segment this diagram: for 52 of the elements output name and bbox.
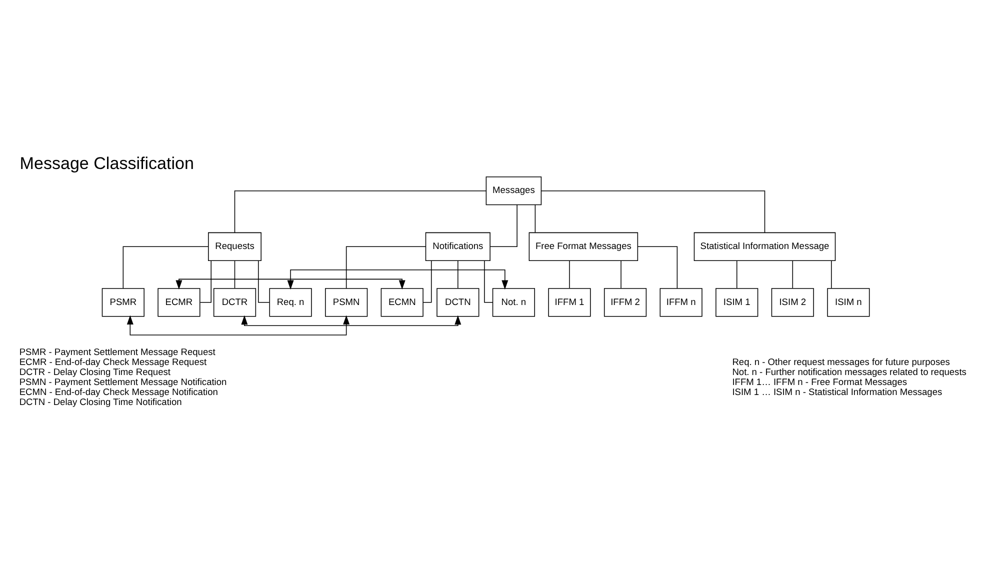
arrow [126,314,350,335]
connector [540,190,765,232]
node-box: Notifications [424,232,490,260]
connector [234,190,486,232]
connector [736,260,737,288]
label: DCTN - Delay Closing Time Notification [18,396,182,407]
connector [830,260,832,288]
node-box: Statistical Information Message [693,232,836,260]
connector [792,260,793,288]
node-box: PSMR [101,288,144,316]
node-box: Free Format Messages [528,232,638,260]
connector [636,246,678,288]
label: ECMN - End-of-day Check Message Notification [18,386,218,397]
connector [199,260,211,302]
arrow [175,278,405,290]
node-box: IFFM 2 [603,288,646,316]
diagram-title: Message Classification [19,153,194,172]
node-box: ECMN [380,288,423,316]
connector [489,204,517,247]
label: Req. n - Other request messages for future purposes [732,356,950,366]
arrow [286,268,508,290]
connector [122,246,208,288]
node-box: DCTN [436,288,479,316]
connector [422,260,432,302]
connector [484,260,493,302]
node-box: IFFM n [659,288,702,316]
label: PSMR - Payment Settlement Message Request [18,346,215,356]
node-box: ECMR [157,288,200,316]
label: DCTR - Delay Closing Time Request [18,366,170,376]
node-box: Not. n [492,288,534,316]
arrow [240,314,461,326]
connector [345,246,426,288]
node-box: PSMN [324,288,368,316]
connector [568,260,570,288]
connector [258,260,270,302]
node-box: Requests [208,232,261,260]
label: IFFM 1… IFFM n - Free Format Messages [732,376,907,387]
node-box: Messages [485,176,542,205]
connector [534,204,536,232]
node-box: Req. n [268,288,312,316]
node-box: ISIM n [826,288,870,316]
connector [457,260,458,288]
connector [234,260,235,288]
node-box: IFFM 1 [548,288,590,316]
node-box: ISIM 2 [770,288,814,316]
node-box: DCTR [212,288,256,316]
label: Not. n - Further notification messages related to requests [732,366,966,376]
connector [620,260,621,288]
label: ISIM 1 … ISIM n - Statistical Information Messages [732,386,942,397]
node-box: ISIM 1 [715,288,758,316]
label: PSMN - Payment Settlement Message Notification [18,376,226,387]
label: ECMR - End-of-day Check Message Request [18,356,206,366]
